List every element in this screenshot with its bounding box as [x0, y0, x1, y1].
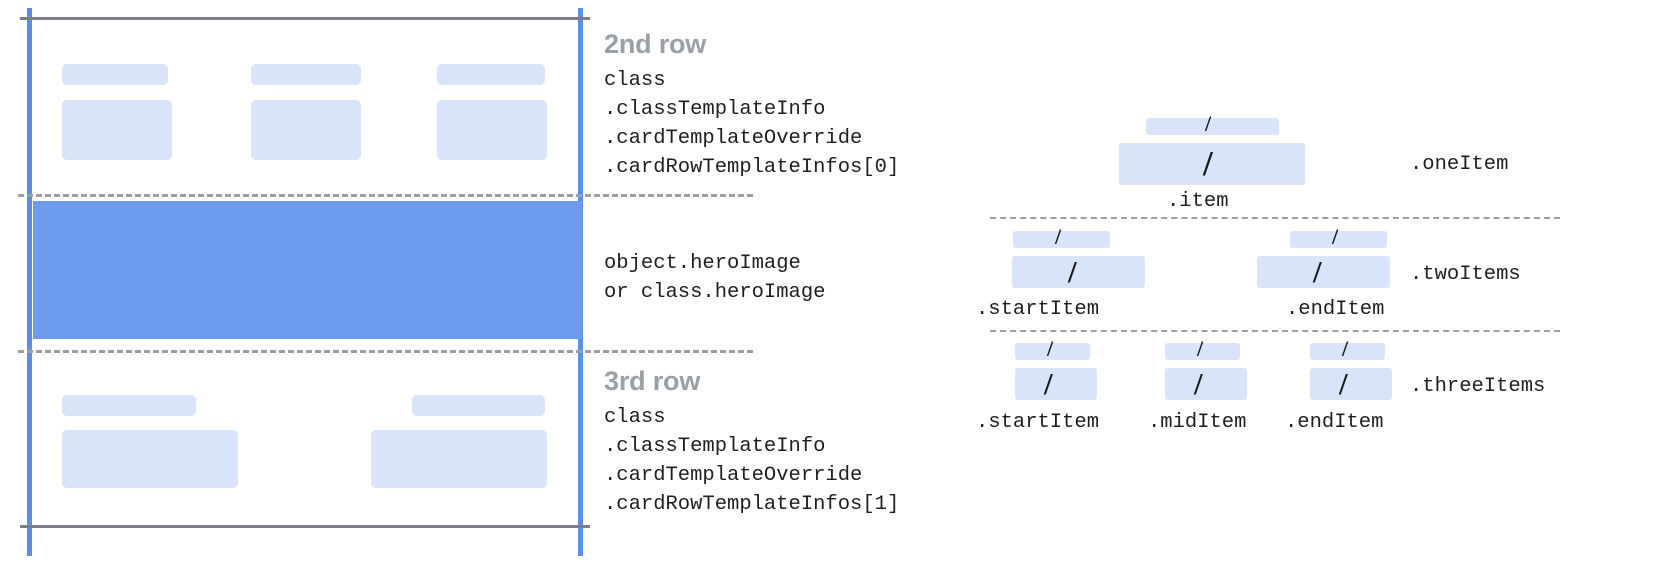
threeitems-end-item-label: .endItem: [1285, 411, 1384, 434]
row2-col3-label-placeholder: [437, 64, 545, 85]
row2-code-line-3: .cardRowTemplateInfos[0]: [604, 155, 900, 179]
row3-code-line-0: class: [604, 405, 666, 429]
threeitems-end-label-bar: [1310, 343, 1385, 360]
row3-col2-label-placeholder: [412, 395, 545, 416]
row3-col1-label-placeholder: [62, 395, 196, 416]
threeitems-group-label: .threeItems: [1410, 375, 1546, 398]
row3-code-line-3: .cardRowTemplateInfos[1]: [604, 492, 900, 516]
card-layout-mockup: [0, 0, 753, 584]
threeitems-mid-label-bar: [1165, 343, 1240, 360]
row3-code-line-1: .classTemplateInfo: [604, 434, 826, 458]
oneitem-label-bar: [1146, 118, 1279, 135]
row2-code-line-1: .classTemplateInfo: [604, 97, 826, 121]
threeitems-start-value-bar: [1015, 368, 1097, 400]
card-bottom-border: [20, 525, 590, 528]
twoitems-threeitems-divider: [990, 330, 1560, 332]
oneitem-value-bar: [1119, 143, 1305, 185]
row3-code-line-2: .cardTemplateOverride: [604, 463, 863, 487]
hero-code-line-0: object.heroImage: [604, 252, 801, 275]
hero-code-line-1: or class.heroImage: [604, 281, 826, 304]
threeitems-start-label-bar: [1015, 343, 1090, 360]
row2-col2-value-placeholder: [251, 100, 361, 160]
oneitem-item-label: .item: [1167, 190, 1229, 213]
oneitem-group-label: .oneItem: [1410, 153, 1509, 176]
twoitems-end-value-bar: [1257, 256, 1390, 288]
row2-annotation: 2nd row class .classTemplateInfo .cardTe…: [604, 29, 900, 182]
left-vertical-guide-line: [27, 8, 32, 556]
row3-col1-value-placeholder: [62, 430, 238, 488]
hero-image-annotation: object.heroImage or class.heroImage: [604, 249, 825, 307]
row-item-variants-diagram: / / .item .oneItem / / .startItem / / .e…: [960, 0, 1676, 584]
row2-code-line-0: class: [604, 68, 666, 92]
threeitems-end-value-bar: [1310, 368, 1392, 400]
row2-col3-value-placeholder: [437, 100, 547, 160]
twoitems-start-item-label: .startItem: [976, 298, 1100, 321]
row2-code-line-2: .cardTemplateOverride: [604, 126, 863, 150]
hero-image-band: [33, 201, 582, 339]
row2-col1-label-placeholder: [62, 64, 168, 85]
row2-col1-value-placeholder: [62, 100, 172, 160]
card-top-border: [20, 17, 590, 20]
threeitems-mid-item-label: .midItem: [1148, 411, 1247, 434]
row3-title: 3rd row: [604, 366, 701, 396]
threeitems-mid-value-bar: [1165, 368, 1247, 400]
hero-image-bottom-divider: [18, 350, 753, 353]
row3-col2-value-placeholder: [371, 430, 547, 488]
row2-title: 2nd row: [604, 29, 707, 59]
threeitems-start-item-label: .startItem: [976, 411, 1100, 434]
oneitem-twoitems-divider: [990, 217, 1560, 219]
twoitems-end-label-bar: [1290, 231, 1387, 248]
twoitems-start-value-bar: [1012, 256, 1145, 288]
row2-col2-label-placeholder: [251, 64, 361, 85]
row3-annotation: 3rd row class .classTemplateInfo .cardTe…: [604, 366, 900, 519]
twoitems-end-item-label: .endItem: [1286, 298, 1385, 321]
twoitems-group-label: .twoItems: [1410, 263, 1521, 286]
hero-image-top-divider: [18, 194, 753, 197]
twoitems-start-label-bar: [1013, 231, 1110, 248]
